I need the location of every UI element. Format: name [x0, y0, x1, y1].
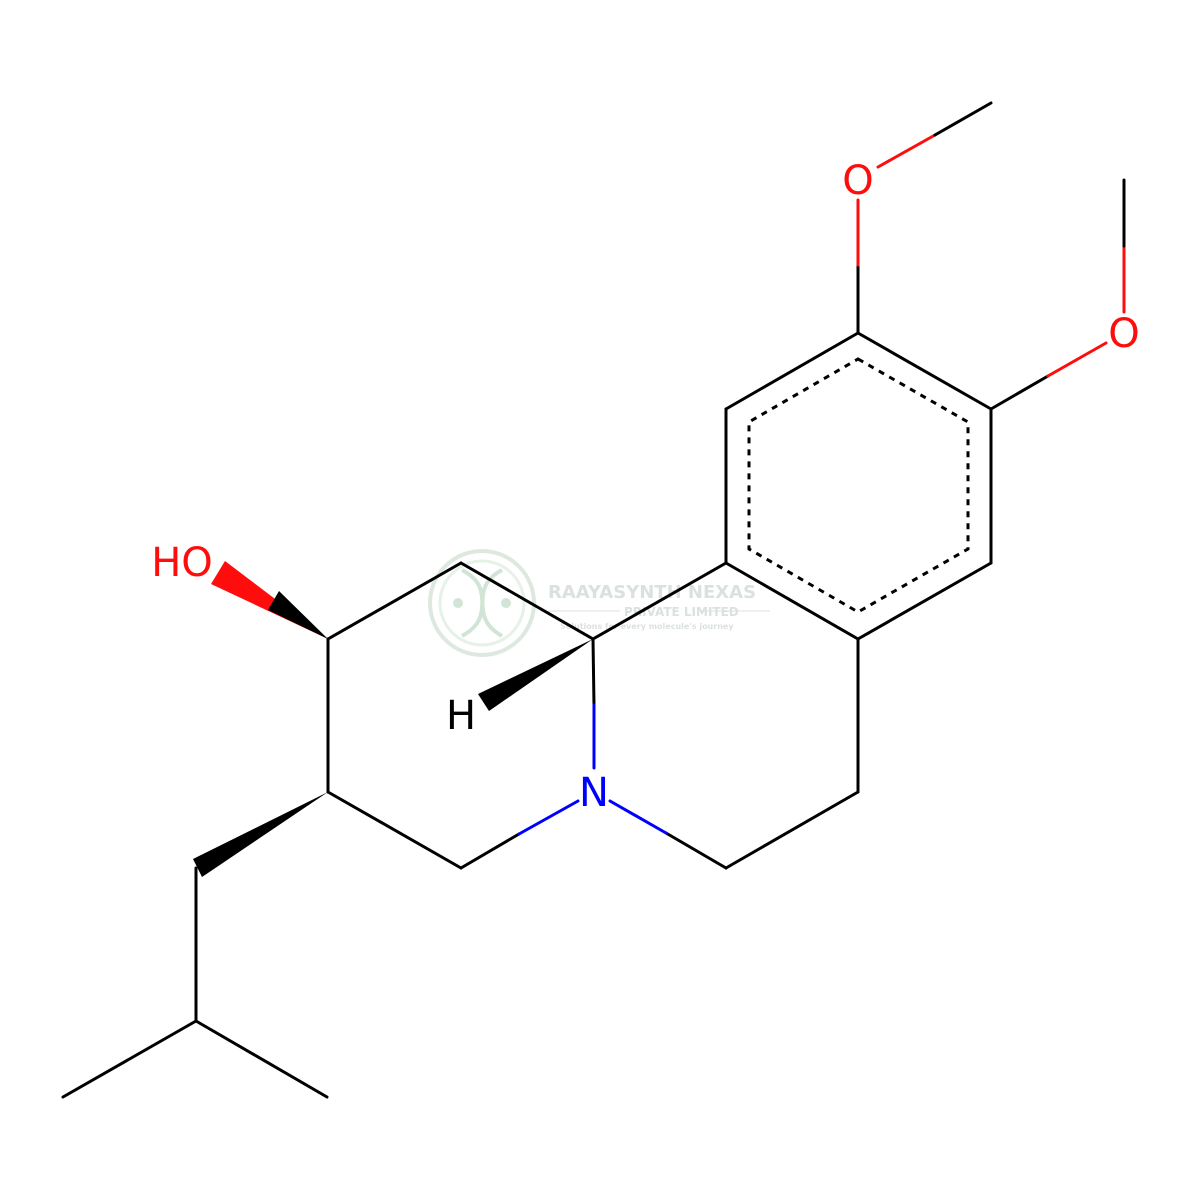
atom-hydroxyl: HO	[151, 540, 213, 586]
wedge-bond-oh-carbon	[268, 591, 328, 639]
bond-c-c	[326, 790, 463, 870]
bond-c-n	[591, 637, 596, 707]
bond-c-c	[326, 561, 463, 641]
watermark-logo-icon	[428, 549, 536, 657]
aromatic-ring-delocalization	[747, 357, 970, 614]
bond-c-c	[724, 790, 860, 870]
bond-c-c	[61, 1019, 198, 1099]
bond-aromatic	[856, 561, 993, 641]
watermark-subtitle: PRIVATE LIMITED	[624, 605, 739, 619]
bond-aromatic	[724, 561, 860, 641]
bond-o-ch3	[876, 133, 937, 169]
bond-c-c	[194, 1019, 329, 1099]
bond-c-n	[517, 799, 580, 836]
bond-c-c	[459, 561, 595, 641]
bond-c-c	[591, 561, 728, 641]
watermark: RAAYASYNTH NEXAS PRIVATE LIMITED Solutio…	[428, 549, 770, 657]
watermark-company: RAAYASYNTH NEXAS	[548, 582, 756, 603]
watermark-tagline: Solutions for every molecule's journey	[560, 622, 734, 631]
atom-oxygen-methoxy-top: O	[842, 158, 873, 204]
atom-hydrogen: H	[446, 693, 476, 739]
bond-aromatic	[724, 331, 860, 411]
atom-oxygen-methoxy-right: O	[1108, 311, 1139, 357]
atom-nitrogen: N	[579, 770, 609, 816]
bond-c-n	[459, 832, 521, 870]
wedge-bond-h	[478, 639, 593, 711]
bond-c-o	[989, 374, 1050, 411]
bond-o-ch3	[933, 101, 993, 137]
bond-c-n	[664, 831, 728, 870]
bond-aromatic	[856, 331, 993, 411]
bond-c-n	[608, 799, 668, 835]
bond-c-o	[1046, 341, 1108, 378]
wedge-bond-isobutyl	[193, 792, 328, 877]
